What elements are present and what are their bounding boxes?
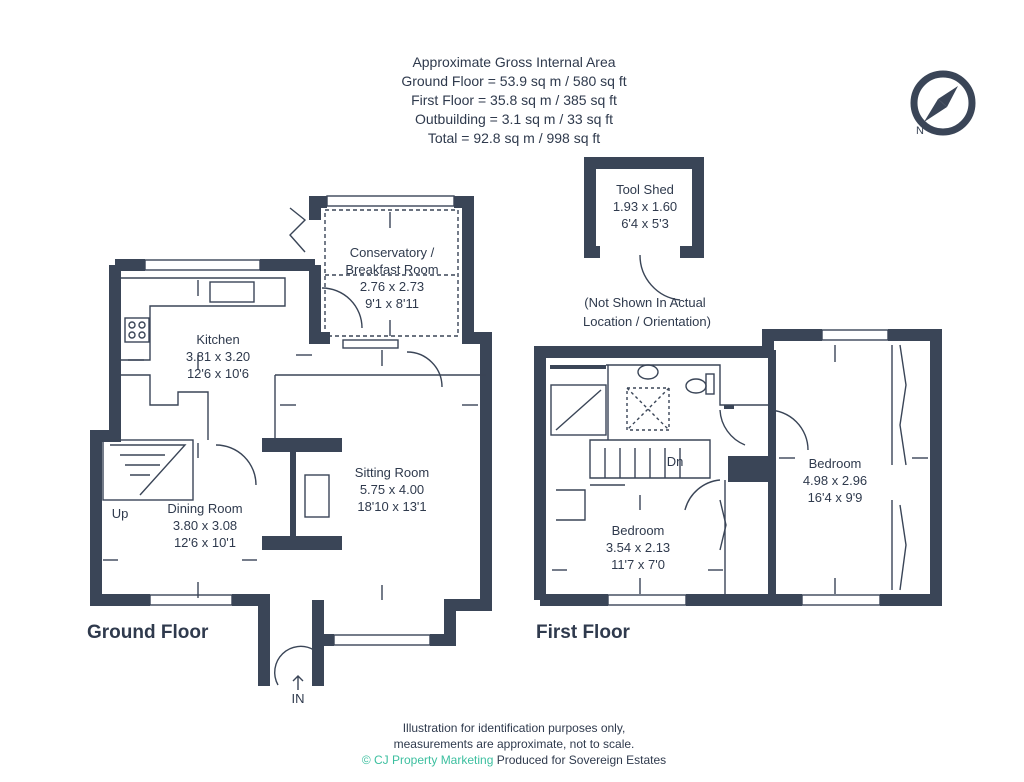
area-outbuilding: Outbuilding = 3.1 sq m / 33 sq ft: [414, 111, 614, 127]
sitting-metric: 5.75 x 4.00: [360, 482, 424, 497]
shed-note-line1: (Not Shown In Actual: [584, 295, 706, 310]
area-summary: Approximate Gross Internal Area Ground F…: [300, 53, 728, 148]
bedroom-large-metric: 4.98 x 2.96: [803, 473, 867, 488]
footer-line1: Illustration for identification purposes…: [402, 721, 626, 735]
entrance-arrow-icon: [292, 675, 304, 690]
sitting-imperial: 18'10 x 13'1: [357, 499, 426, 514]
ground-floor-label: Ground Floor: [87, 622, 209, 643]
dining-imperial: 12'6 x 10'1: [174, 535, 236, 550]
footer-credit: © CJ Property Marketing Produced for Sov…: [300, 752, 728, 768]
room-kitchen: Kitchen 3.81 x 3.20 12'6 x 10'6: [186, 332, 250, 381]
bedroom-small-imperial: 11'7 x 7'0: [611, 557, 665, 572]
interior-lines: [102, 195, 928, 686]
tool-shed-metric: 1.93 x 1.60: [613, 199, 677, 214]
compass-label: N: [916, 125, 924, 136]
conservatory-name2: Breakfast Room: [345, 262, 438, 277]
area-first: First Floor = 35.8 sq m / 385 sq ft: [411, 92, 617, 108]
tool-shed-name: Tool Shed: [616, 182, 674, 197]
stairs-up-label: Up: [112, 506, 129, 521]
dining-metric: 3.80 x 3.08: [173, 518, 237, 533]
kitchen-imperial: 12'6 x 10'6: [187, 366, 249, 381]
stairs-down-label: Dn: [667, 454, 684, 469]
room-bedroom-small: Bedroom 3.54 x 2.13 11'7 x 7'0: [606, 523, 670, 572]
footer: Illustration for identification purposes…: [300, 720, 728, 768]
area-ground: Ground Floor = 53.9 sq m / 580 sq ft: [401, 73, 627, 89]
kitchen-metric: 3.81 x 3.20: [186, 349, 250, 364]
shed-note: (Not Shown In Actual Location / Orientat…: [583, 295, 711, 329]
produced-for: Produced for Sovereign Estates: [496, 753, 667, 767]
solid-walls: [262, 350, 776, 600]
compass-icon: N: [910, 70, 976, 137]
sitting-name: Sitting Room: [355, 465, 429, 480]
room-bedroom-large: Bedroom 4.98 x 2.96 16'4 x 9'9: [803, 456, 867, 505]
bedroom-small-metric: 3.54 x 2.13: [606, 540, 670, 555]
entrance-label: IN: [292, 691, 305, 706]
bedroom-small-name: Bedroom: [612, 523, 665, 538]
walls: [90, 157, 942, 686]
room-dining: Dining Room 3.80 x 3.08 12'6 x 10'1: [167, 501, 242, 550]
brand-name: © CJ Property Marketing: [361, 753, 494, 767]
room-conservatory: Conservatory / Breakfast Room 2.76 x 2.7…: [345, 245, 438, 311]
area-total: Total = 92.8 sq m / 998 sq ft: [427, 130, 601, 146]
bedroom-large-name: Bedroom: [809, 456, 862, 471]
room-tool-shed: Tool Shed 1.93 x 1.60 6'4 x 5'3: [613, 182, 677, 231]
conservatory-metric: 2.76 x 2.73: [360, 279, 424, 294]
conservatory-imperial: 9'1 x 8'11: [365, 296, 419, 311]
bedroom-large-imperial: 16'4 x 9'9: [808, 490, 863, 505]
dining-name: Dining Room: [167, 501, 242, 516]
tool-shed-imperial: 6'4 x 5'3: [621, 216, 669, 231]
kitchen-name: Kitchen: [196, 332, 239, 347]
area-title: Approximate Gross Internal Area: [412, 54, 616, 70]
room-sitting: Sitting Room 5.75 x 4.00 18'10 x 13'1: [355, 465, 429, 514]
shed-note-line2: Location / Orientation): [583, 314, 711, 329]
conservatory-name1: Conservatory /: [350, 245, 435, 260]
first-floor-label: First Floor: [536, 622, 630, 643]
footer-line2: measurements are approximate, not to sca…: [393, 737, 635, 751]
